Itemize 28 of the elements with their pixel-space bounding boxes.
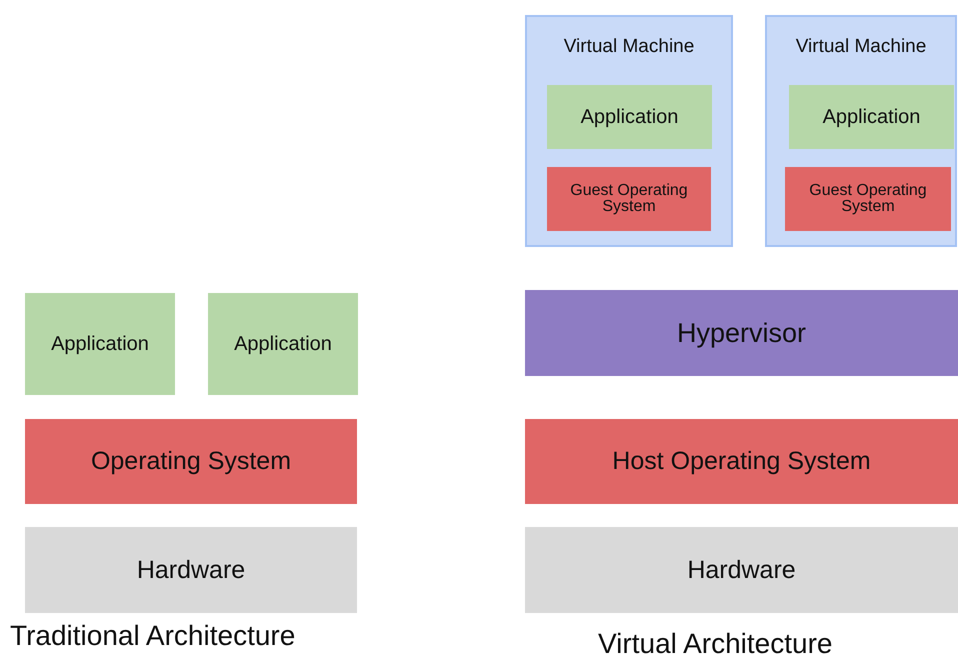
- hypervisor-bar: [525, 290, 958, 376]
- hardware-bar: [525, 527, 958, 613]
- guest-os-box: [547, 167, 711, 231]
- section-caption: Virtual Architecture: [598, 628, 832, 660]
- panel-title: Virtual Machine: [794, 37, 928, 56]
- panel-title: Virtual Machine: [562, 37, 696, 56]
- box-label: Application: [233, 334, 333, 354]
- virtual-machine-panel: [765, 15, 957, 247]
- operating-system-bar: [525, 419, 958, 504]
- box-label: Guest Operating System: [808, 183, 928, 215]
- operating-system-bar: [25, 419, 357, 504]
- hardware-bar: [25, 527, 357, 613]
- box-label: Host Operating System: [611, 449, 872, 474]
- application-box: [25, 293, 175, 395]
- box-label: Hardware: [136, 558, 246, 582]
- application-box: [789, 85, 954, 149]
- section-caption: Traditional Architecture: [10, 620, 296, 652]
- guest-os-box: [785, 167, 951, 231]
- virtual-machine-panel: [525, 15, 733, 247]
- box-label: Application: [822, 107, 922, 127]
- box-label: Application: [50, 334, 150, 354]
- application-box: [547, 85, 712, 149]
- box-label: Hardware: [686, 558, 797, 582]
- application-box: [208, 293, 358, 395]
- box-label: Operating System: [90, 449, 292, 474]
- box-label: Application: [580, 107, 680, 127]
- box-label: Guest Operating System: [569, 183, 689, 215]
- box-label: Hypervisor: [676, 320, 808, 346]
